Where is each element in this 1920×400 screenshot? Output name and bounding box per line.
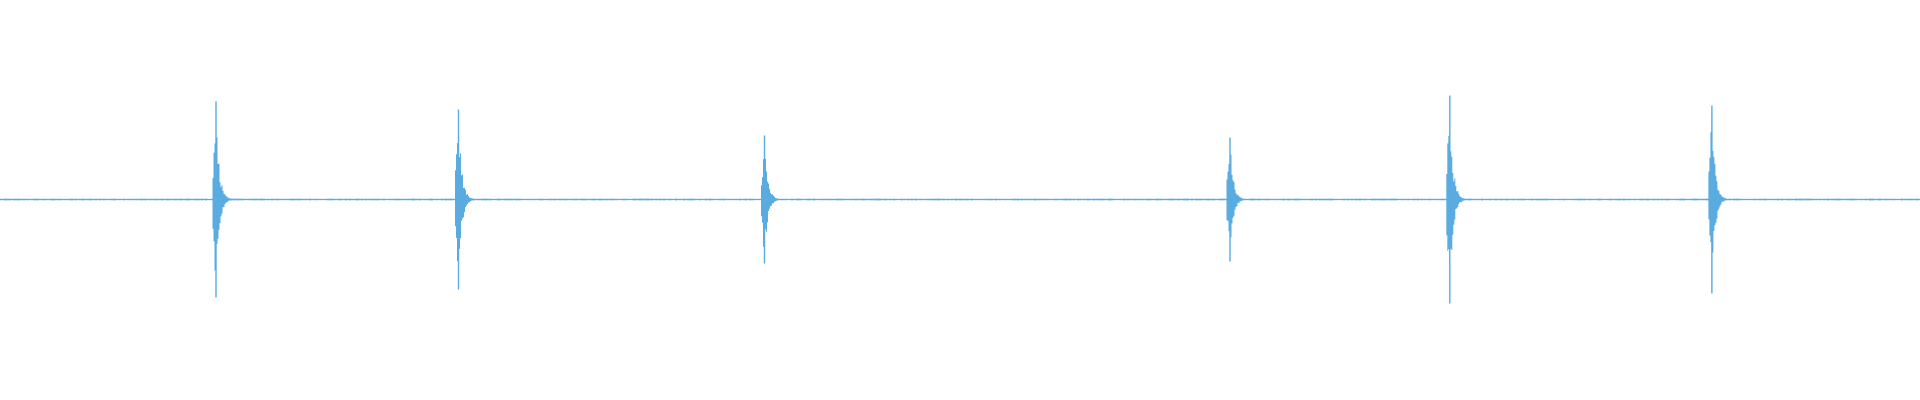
waveform-noise	[0, 197, 1919, 202]
